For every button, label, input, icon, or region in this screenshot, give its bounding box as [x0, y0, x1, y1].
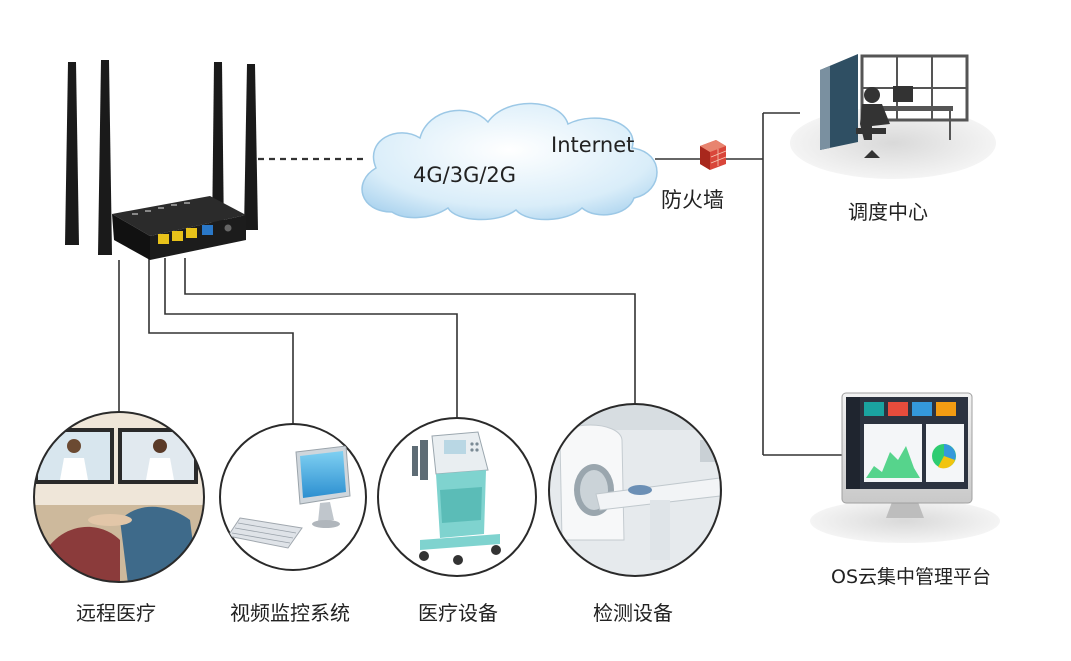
cloud-shape	[361, 102, 658, 221]
router-ports	[158, 224, 232, 244]
cloud-platform-label: OS云集中管理平台	[831, 566, 991, 588]
cloud-internet-label: Internet	[551, 133, 634, 157]
dashboard-tile-2	[888, 402, 908, 416]
office-chair	[856, 128, 886, 158]
connection-lines	[118, 112, 842, 456]
lan-port-2	[172, 231, 183, 241]
video-label: 视频监控系统	[230, 601, 350, 625]
video-monitoring-device	[219, 423, 367, 571]
dashboard-tile-4	[936, 402, 956, 416]
4g-router	[65, 60, 258, 260]
dispatch-center-label: 调度中心	[848, 200, 928, 224]
dashboard-area-chart	[866, 446, 920, 478]
cloud-platform-monitor	[810, 392, 1000, 543]
lan-port-1	[158, 234, 169, 244]
desk-monitor	[893, 86, 913, 102]
dispatch-center-icon	[790, 54, 996, 179]
antenna-3	[212, 62, 224, 238]
power-port	[224, 224, 232, 232]
router-to-inspection-line	[184, 258, 636, 404]
telemedicine-label: 远程医疗	[76, 601, 156, 625]
firewall-icon	[700, 140, 727, 170]
dashboard-tile-1	[864, 402, 884, 416]
internet-cloud: 4G/3G/2G Internet	[361, 102, 658, 221]
inspection-equipment-device	[548, 403, 722, 577]
antenna-4	[244, 64, 258, 230]
router-led-lights	[132, 202, 190, 215]
router-to-medical-line	[164, 258, 458, 418]
medical-cart-base	[420, 534, 500, 550]
antenna-2	[98, 60, 112, 255]
medical-label: 医疗设备	[418, 601, 498, 625]
router-body-front	[112, 214, 150, 260]
router-antennas	[65, 60, 258, 255]
cloud-network-label: 4G/3G/2G	[413, 163, 516, 187]
telemedicine-device	[33, 411, 205, 583]
monitor-floor	[810, 499, 1000, 543]
router-to-video-line	[148, 258, 294, 424]
router-body-top	[112, 196, 246, 236]
dashboard-tile-3	[912, 402, 932, 416]
desk	[875, 106, 953, 111]
antenna-1	[65, 62, 79, 245]
firewall-label: 防火墙	[661, 188, 724, 212]
medical-equipment-device	[377, 417, 537, 577]
lan-port-3	[186, 228, 197, 238]
operator-head	[864, 87, 880, 103]
wan-port	[202, 225, 213, 235]
inspection-label: 检测设备	[593, 601, 673, 625]
dashboard-sidebar	[846, 397, 860, 489]
monitor-stand	[886, 502, 924, 518]
router-body-side	[150, 215, 246, 260]
